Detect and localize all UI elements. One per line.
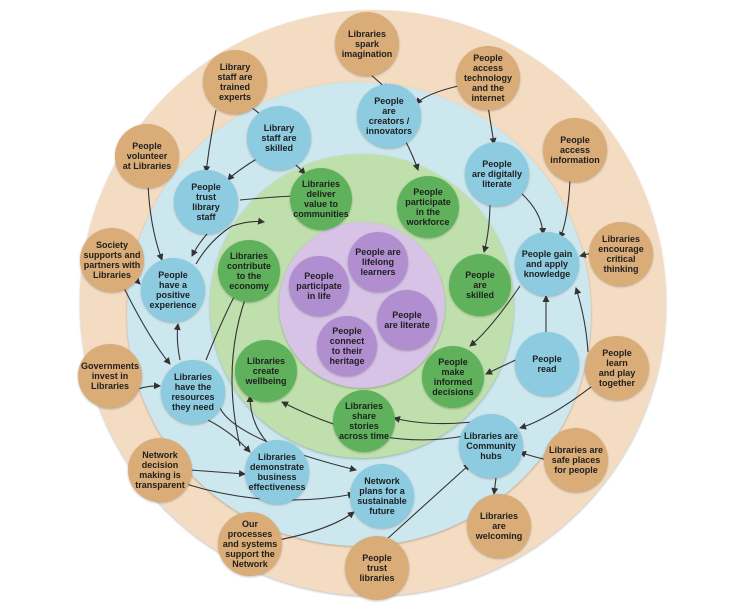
node-libraries-demonstrate-effectiveness: Libraries demonstrate business effective… [245, 440, 309, 504]
arrow [385, 463, 471, 541]
node-people-participate-life: People participate in life [289, 256, 349, 316]
node-libraries-share-stories: Libraries share stories across time [333, 390, 395, 452]
node-people-creators-innovators: People are creators / innovators [357, 84, 421, 148]
node-library-staff-skilled: Library staff are skilled [247, 106, 311, 170]
arrow [199, 415, 251, 453]
node-libraries-encourage-thinking: Libraries encourage critical thinking [589, 222, 653, 286]
arrow [231, 285, 251, 447]
node-people-trust-library-staff: People trust library staff [174, 170, 238, 234]
node-libraries-safe-places: Libraries are safe places for people [544, 428, 608, 492]
node-people-digitally-literate: People are digitally literate [465, 142, 529, 206]
arrow [147, 183, 164, 261]
node-libraries-welcoming: Libraries are welcoming [467, 494, 531, 558]
node-libraries-spark-imagination: Libraries spark imagination [335, 12, 399, 76]
arrow [195, 217, 265, 265]
node-society-supports: Society supports and partners with Libra… [80, 228, 144, 292]
node-libraries-community-hubs: Libraries are Community hubs [459, 414, 523, 478]
node-libraries-create-wellbeing: Libraries create wellbeing [235, 340, 297, 402]
arrow [219, 407, 357, 472]
node-people-access-technology: People access technology and the interne… [456, 46, 520, 110]
node-network-plans-sustainable: Network plans for a sustainable future [350, 464, 414, 528]
arrow [405, 141, 420, 171]
arrow [482, 199, 491, 253]
arrow [123, 287, 171, 365]
node-people-lifelong-learners: People are lifelong learners [348, 232, 408, 292]
arrow [574, 287, 589, 353]
node-people-learn-play: People learn and play together [585, 336, 649, 400]
node-people-are-skilled: People are skilled [449, 254, 511, 316]
node-network-decision-transparent: Network decision making is transparent [128, 438, 192, 502]
node-people-access-information: People access information [543, 118, 607, 182]
arrow [519, 191, 547, 235]
arrow [173, 323, 181, 361]
node-processes-systems: Our processes and systems support the Ne… [218, 512, 282, 576]
arrow [277, 511, 355, 541]
node-people-trust-libraries: People trust libraries [345, 536, 409, 600]
node-libraries-contribute-economy: Libraries contribute to the economy [218, 240, 280, 302]
arrow [203, 109, 217, 173]
arrow [491, 477, 499, 495]
node-people-positive-experience: People have a positive experience [141, 258, 205, 322]
arrow [189, 469, 246, 478]
node-people-participate-workforce: People participate in the workforce [397, 176, 459, 238]
node-libraries-have-resources: Libraries have the resources they need [161, 360, 225, 424]
arrow [487, 105, 497, 145]
node-people-read: People read [515, 332, 579, 396]
node-libraries-deliver-value: Libraries deliver value to communities [290, 168, 352, 230]
arrow [559, 179, 571, 239]
node-people-informed-decisions: People make informed decisions [422, 346, 484, 408]
arrow [415, 85, 459, 105]
arrow [469, 285, 521, 347]
node-governments-invest: Governments invest in Libraries [78, 344, 142, 408]
node-library-staff-trained-experts: Library staff are trained experts [203, 50, 267, 114]
node-people-connect-heritage: People connect to their heritage [317, 316, 377, 376]
node-people-gain-knowledge: People gain and apply knowledge [515, 232, 579, 296]
node-people-are-literate: People are literate [377, 290, 437, 350]
node-people-volunteer: People volunteer at Libraries [115, 124, 179, 188]
